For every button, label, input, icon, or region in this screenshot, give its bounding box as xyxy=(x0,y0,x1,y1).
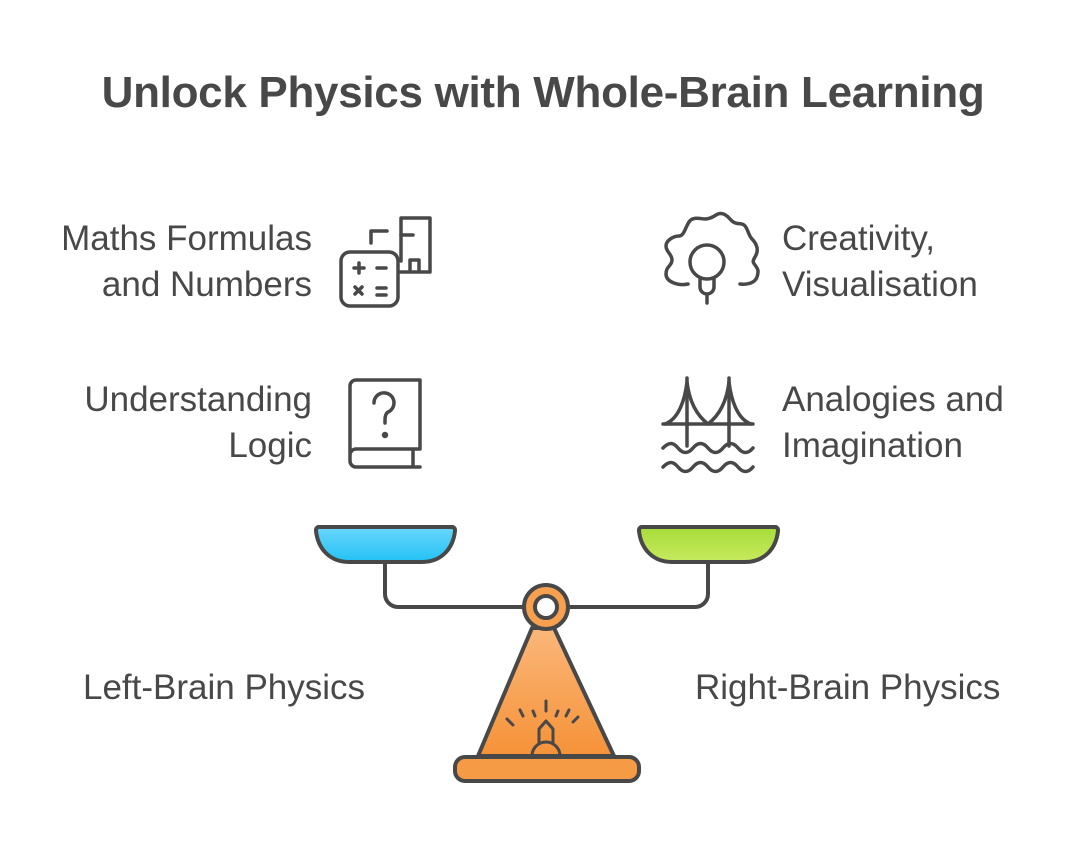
lightbulb-icon xyxy=(505,699,580,758)
balance-scale xyxy=(313,525,781,783)
analogies-label: Analogies and Imagination xyxy=(782,377,1004,469)
scale-base xyxy=(453,755,641,783)
label-line: Logic xyxy=(228,426,312,465)
left-pan xyxy=(313,525,458,564)
label-line: Understanding xyxy=(84,380,312,419)
gear-lightbulb-icon xyxy=(664,211,760,305)
maths-formulas-label: Maths Formulas and Numbers xyxy=(61,216,312,308)
calculator-formulas-icon xyxy=(339,216,432,308)
label-line: Visualisation xyxy=(782,265,978,304)
label-line: Creativity, xyxy=(782,219,935,258)
label-line: and Numbers xyxy=(101,265,312,304)
right-pan xyxy=(636,525,781,564)
page-title: Unlock Physics with Whole-Brain Learning xyxy=(101,68,985,117)
left-brain-label: Left-Brain Physics xyxy=(83,668,366,707)
label-line: Maths Formulas xyxy=(61,219,312,258)
label-line: Analogies and xyxy=(782,380,1004,419)
question-book-icon xyxy=(348,378,422,469)
bridge-icon xyxy=(661,376,755,474)
label-line: Imagination xyxy=(782,426,963,465)
creativity-label: Creativity, Visualisation xyxy=(782,216,978,308)
right-brain-label: Right-Brain Physics xyxy=(695,668,1001,707)
understanding-logic-label: Understanding Logic xyxy=(84,377,312,469)
scale-stand xyxy=(476,626,616,758)
